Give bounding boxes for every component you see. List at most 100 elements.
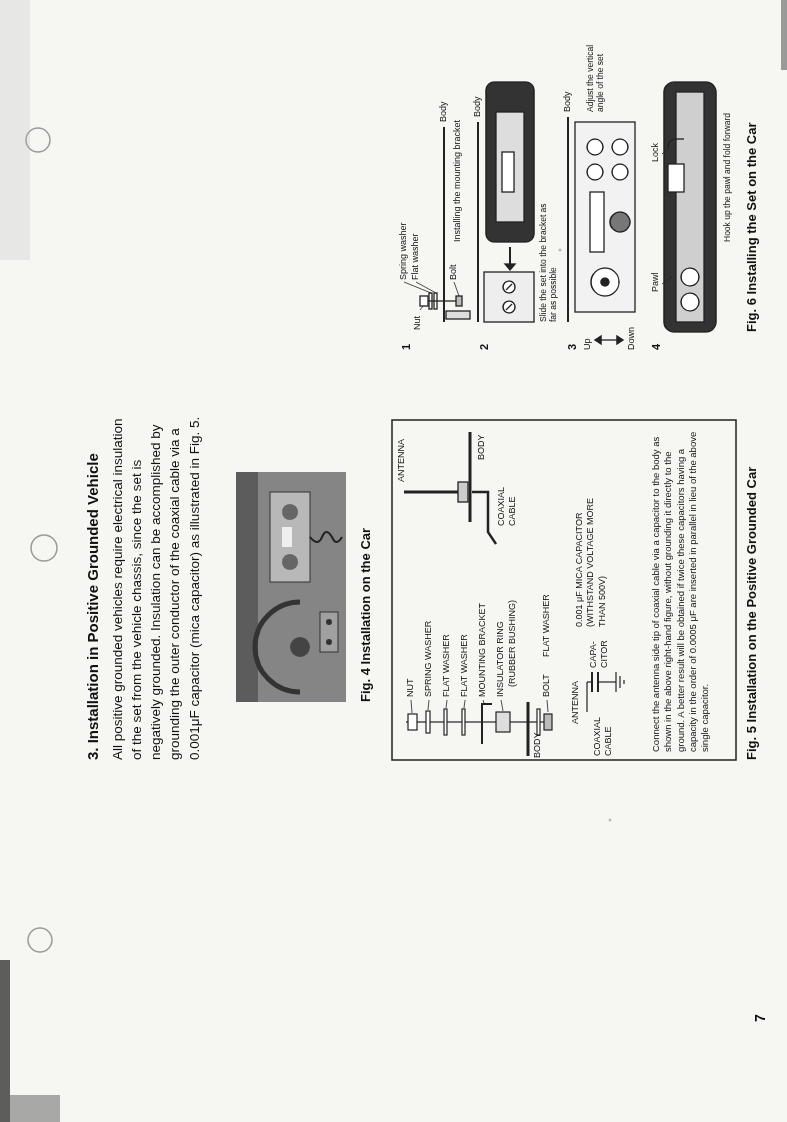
step1-bracket	[404, 282, 431, 293]
part-label: Body	[562, 91, 573, 112]
step2-slide	[484, 272, 534, 322]
part-label: ANTENNA	[570, 681, 581, 724]
installation-photo	[326, 639, 332, 645]
installation-photo	[290, 637, 310, 657]
section-heading: 3. Installation in Positive Grounded Veh…	[84, 453, 102, 760]
installation-photo	[270, 492, 310, 582]
step4-lock	[662, 82, 716, 332]
step2-slide	[502, 152, 514, 192]
step1-bracket	[446, 311, 470, 319]
bolt-assembly	[408, 714, 417, 730]
scan-edge	[781, 0, 787, 70]
step-number: 1	[400, 344, 413, 350]
installation-photo	[236, 472, 346, 702]
step-instruction: Adjust the vertical angle of the set	[585, 42, 605, 112]
part-label: Flat washer	[410, 233, 421, 280]
part-label: FLAT WASHER	[441, 634, 452, 697]
step3-adjust	[612, 139, 628, 155]
installation-photo	[326, 619, 332, 625]
bolt-assembly	[462, 709, 465, 735]
leader-line	[547, 700, 548, 712]
step4-lock	[662, 147, 670, 154]
step1-bracket	[443, 127, 445, 322]
step3-adjust	[591, 268, 619, 296]
part-label: Spring washer	[398, 222, 409, 280]
installation-photo	[236, 472, 258, 702]
installation-photo	[236, 472, 346, 702]
scan-edge	[0, 1095, 60, 1122]
step-instruction: Slide the set into the bracket as far as…	[538, 192, 558, 322]
step2-slide	[503, 301, 515, 313]
step3-adjust	[601, 278, 609, 286]
part-label: Nut	[412, 316, 423, 330]
part-label: Lock	[650, 143, 661, 162]
scan-speckle	[0, 0, 30, 260]
installation-photo	[282, 527, 292, 547]
figure-frame	[392, 420, 736, 760]
part-label: INSULATOR RING	[495, 621, 506, 697]
installation-photo	[320, 612, 338, 652]
capacitor-circuit	[598, 681, 616, 682]
leader-line	[446, 700, 447, 708]
step4-lock	[668, 164, 684, 192]
part-label: (RUBBER BUSHING)	[507, 600, 518, 687]
leader-line	[428, 700, 429, 710]
installation-photo	[282, 504, 298, 520]
step4-lock	[681, 293, 699, 311]
capacitor-circuit	[619, 676, 620, 688]
antenna-mount	[458, 482, 468, 502]
direction-label: Up	[582, 338, 593, 350]
direction-label: Down	[626, 327, 637, 350]
step3-adjust	[610, 212, 630, 232]
punch-hole	[31, 535, 57, 561]
step2-slide	[509, 247, 511, 264]
scan-speckle	[0, 0, 701, 822]
step2-slide	[496, 112, 524, 222]
leader-line	[411, 700, 412, 713]
part-label: MOUNTING BRACKET	[477, 603, 488, 697]
bolt-assembly	[496, 712, 510, 732]
step-instruction: Hook up the pawl and fold forward	[722, 113, 732, 242]
capacitor-circuit	[586, 682, 587, 712]
step1-bracket	[420, 296, 428, 306]
part-label: ANTENNA	[396, 439, 407, 482]
scan-speckle	[559, 249, 562, 252]
capacitor-circuit	[623, 680, 624, 684]
figure-frame	[392, 420, 736, 760]
installation-photo	[310, 532, 342, 542]
part-label: BODY	[532, 732, 543, 758]
installation-photo	[282, 554, 298, 570]
antenna-mount	[404, 491, 462, 494]
capacitor-circuit	[591, 672, 593, 692]
step2-slide	[505, 264, 515, 270]
part-label: FLAT WASHER	[459, 634, 470, 697]
capacitor-circuit	[615, 672, 616, 692]
part-label: COAXIAL CABLE	[592, 714, 614, 756]
step2-slide	[486, 82, 534, 242]
part-label: BODY	[476, 434, 487, 460]
bolt-assembly	[444, 709, 447, 735]
step3-adjust	[617, 336, 623, 344]
step2-slide	[478, 82, 534, 322]
bolt-assembly	[544, 714, 552, 730]
step3-adjust	[595, 336, 601, 344]
bolt-assembly	[482, 704, 492, 744]
part-label: Bolt	[448, 264, 459, 280]
leader-line	[411, 700, 548, 713]
antenna-mount	[404, 432, 496, 544]
part-label: NUT	[405, 679, 416, 698]
bolt-assembly	[527, 702, 530, 756]
step4-lock	[676, 92, 704, 322]
leader-line	[501, 700, 503, 711]
bolt-assembly	[537, 709, 540, 735]
part-label: CAPA- CITOR	[588, 634, 610, 668]
step2-slide	[506, 284, 512, 290]
bolt-assembly	[426, 711, 430, 733]
part-label: 0.001 μF MICA CAPACITOR (WITHSTAND VOLTA…	[574, 477, 608, 627]
step4-lock	[681, 268, 699, 286]
leader-line	[464, 700, 465, 708]
step4-lock	[662, 277, 672, 284]
